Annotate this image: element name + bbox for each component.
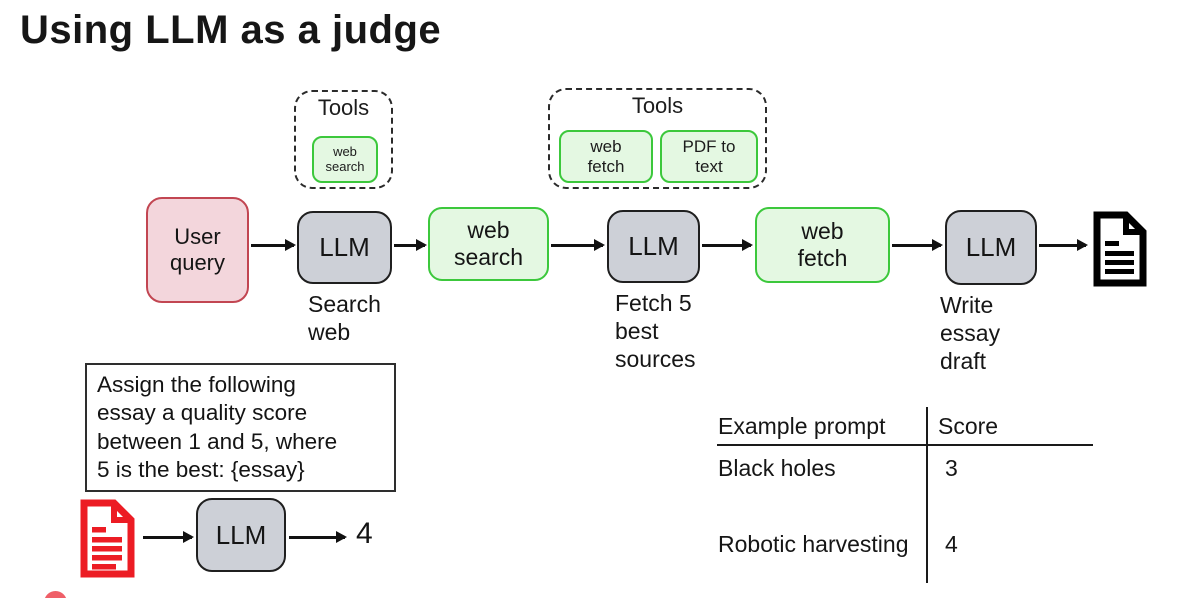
toolset-web-search: Tools web search <box>294 90 393 189</box>
llm-node-2: LLM <box>607 210 700 283</box>
slide-title: Using LLM as a judge <box>20 8 442 52</box>
tool-chip-pdf-to-text: PDF to text <box>660 130 758 183</box>
table-row-score: 4 <box>945 531 958 557</box>
llm-caption-write-essay: Write essay draft <box>940 292 1001 375</box>
table-row-score: 3 <box>945 455 958 481</box>
cutoff-bullet-icon <box>44 591 67 598</box>
table-row-prompt: Black holes <box>718 455 836 481</box>
arrow-icon <box>289 531 347 542</box>
web-search-node: web search <box>428 207 549 281</box>
toolset-title: Tools <box>317 95 370 120</box>
toolset-fetch-pdf: Tools web fetch PDF to text <box>548 88 767 189</box>
judge-score-output: 4 <box>356 517 373 550</box>
arrow-icon <box>394 239 427 250</box>
arrow-icon <box>1039 239 1088 250</box>
llm-node-3: LLM <box>945 210 1037 285</box>
tool-chip-web-search: web search <box>312 136 378 183</box>
web-fetch-node: web fetch <box>755 207 890 283</box>
judge-prompt-box: Assign the following essay a quality sco… <box>85 363 396 492</box>
table-divider-horizontal <box>717 444 1093 446</box>
arrow-icon <box>702 239 753 250</box>
essay-document-icon <box>1090 211 1148 287</box>
arrow-icon <box>251 239 296 250</box>
table-row-prompt: Robotic harvesting <box>718 531 909 557</box>
arrow-icon <box>143 531 194 542</box>
user-query-node: User query <box>146 197 249 303</box>
table-header-prompt: Example prompt <box>718 413 886 439</box>
table-header-score: Score <box>938 413 999 439</box>
essay-document-red-icon <box>77 499 136 578</box>
arrow-icon <box>892 239 943 250</box>
table-divider-vertical <box>926 407 928 583</box>
llm-caption-fetch-sources: Fetch 5 best sources <box>615 290 696 373</box>
llm-node-1: LLM <box>297 211 392 284</box>
toolset-title: Tools <box>631 93 684 118</box>
tool-chip-web-fetch: web fetch <box>559 130 653 183</box>
llm-judge-node: LLM <box>196 498 286 572</box>
arrow-icon <box>551 239 605 250</box>
llm-caption-search-web: Search web <box>308 291 381 346</box>
